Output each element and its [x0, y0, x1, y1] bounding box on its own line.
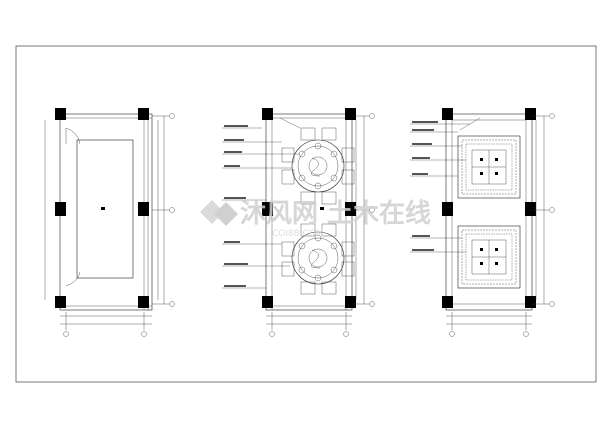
- column: [345, 296, 356, 308]
- column: [525, 202, 536, 216]
- column: [525, 108, 536, 120]
- column: [262, 296, 273, 308]
- column: [138, 108, 149, 120]
- column: [138, 296, 149, 308]
- watermark-title: 沐风网 土木在线: [240, 199, 431, 229]
- column: [138, 202, 149, 216]
- watermark: 沐风网 土木在线 COI88.COM: [200, 199, 431, 239]
- plan-middle: [222, 108, 375, 337]
- annotation-leaders: [222, 117, 301, 289]
- column: [345, 202, 356, 216]
- table-rectangle: [76, 139, 134, 279]
- column: [442, 108, 453, 120]
- ceiling-coffer-lower: [457, 225, 521, 289]
- room-outline: [445, 113, 533, 311]
- round-table-lower: [281, 223, 355, 295]
- column: [442, 202, 453, 216]
- column: [525, 296, 536, 308]
- column: [262, 202, 273, 216]
- column: [262, 108, 273, 120]
- column: [55, 202, 66, 216]
- plan-left: [44, 108, 175, 337]
- column: [55, 108, 66, 120]
- annotation-leaders: [410, 117, 481, 253]
- plan-right: [410, 108, 555, 337]
- ceiling-coffer-upper: [457, 135, 521, 199]
- column: [55, 296, 66, 308]
- watermark-url: COI88.COM: [272, 229, 323, 239]
- column: [442, 296, 453, 308]
- round-table-upper: [281, 127, 355, 205]
- sheet-border: [15, 45, 597, 383]
- column: [345, 108, 356, 120]
